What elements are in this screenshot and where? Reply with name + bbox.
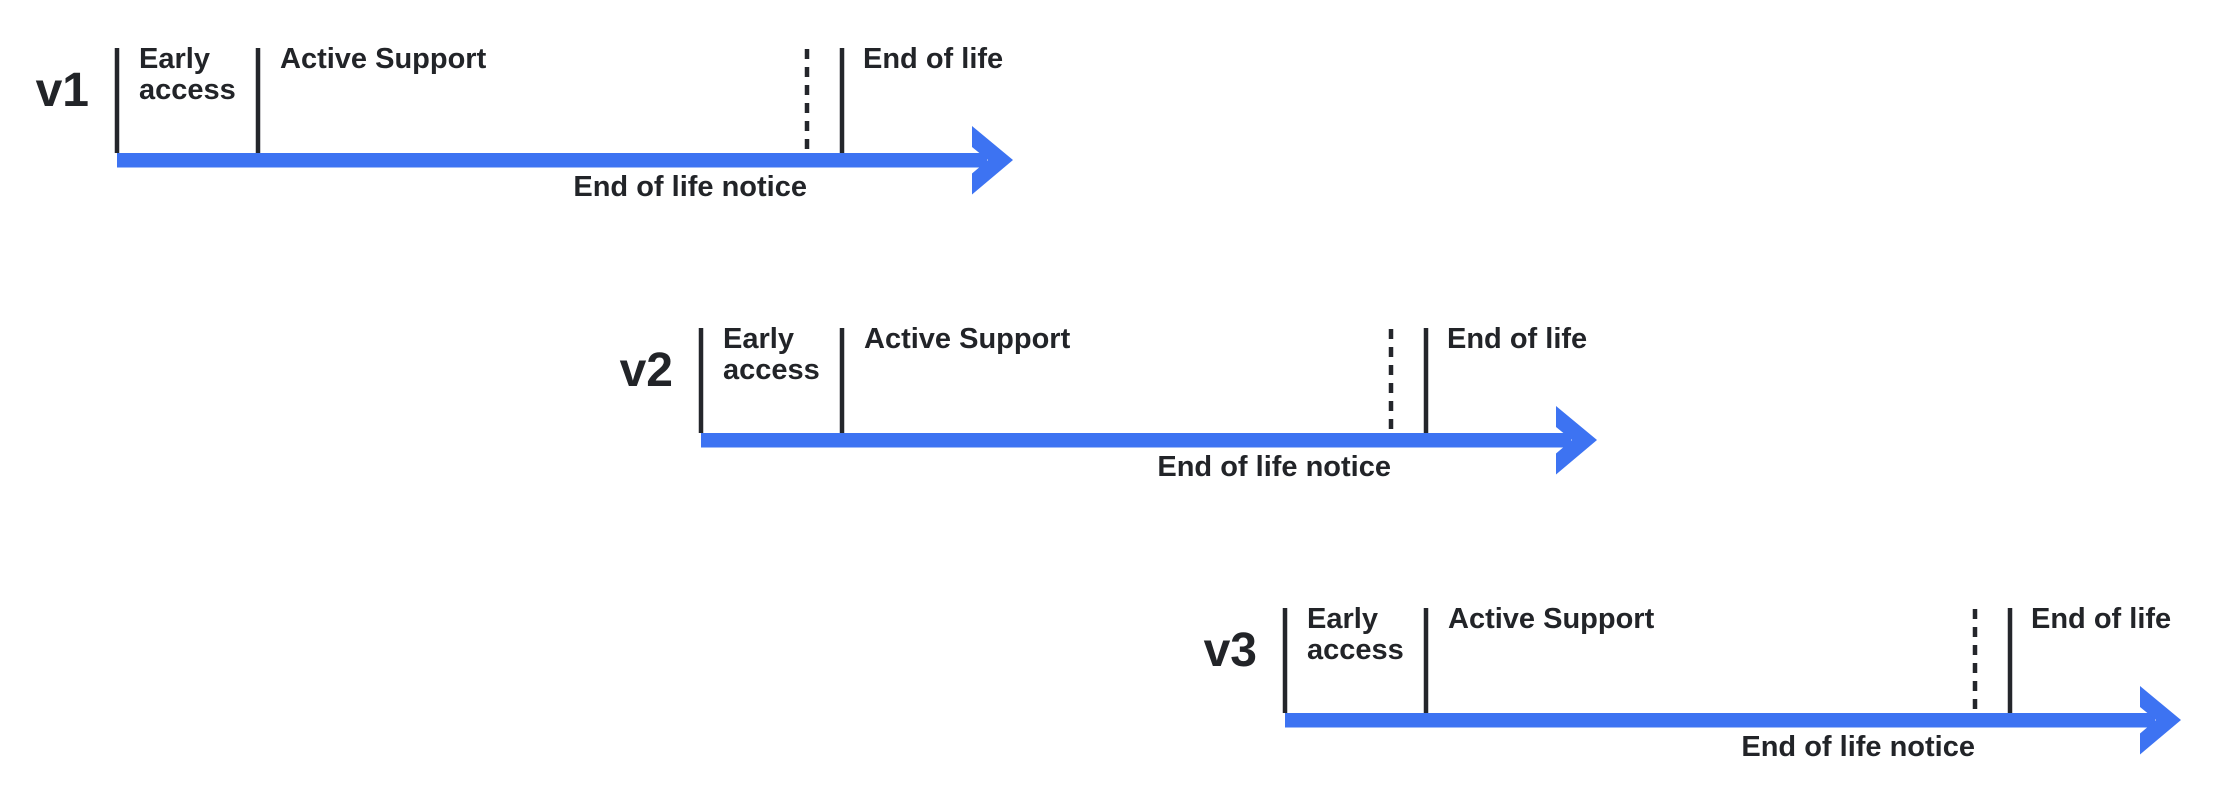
timeline-graphic-v3 [1282,608,2181,755]
end-of-life-notice-label: End of life notice [1741,731,1975,763]
timeline-row-v1: v1 Early access Active Support End of li… [0,33,1027,218]
early-access-label: Early access [139,43,236,106]
version-label: v2 [619,344,673,397]
version-label: v3 [1203,624,1257,677]
end-of-life-notice-label: End of life notice [573,171,807,203]
timeline-row-v2: v2 Early access Active Support End of li… [581,313,1611,498]
timeline-bar [1285,713,2155,728]
timeline-bar [117,153,987,168]
arrowhead-icon [1556,406,1597,475]
end-of-life-label: End of life [1447,323,1588,355]
arrowhead-icon [2140,686,2181,755]
active-support-label: Active Support [864,323,1071,355]
version-label: v1 [35,64,89,117]
end-of-life-label: End of life [2031,603,2172,635]
early-access-label: Early access [723,323,820,386]
timeline-graphic-v1 [114,48,1013,195]
end-of-life-notice-label: End of life notice [1157,451,1391,483]
timeline-graphic-v2 [698,328,1597,475]
timeline-row-v3: v3 Early access Active Support End of li… [1165,593,2195,778]
timeline-bar [701,433,1571,448]
arrowhead-icon [972,126,1013,195]
end-of-life-label: End of life [863,43,1004,75]
active-support-label: Active Support [1448,603,1655,635]
active-support-label: Active Support [280,43,487,75]
early-access-label: Early access [1307,603,1404,666]
